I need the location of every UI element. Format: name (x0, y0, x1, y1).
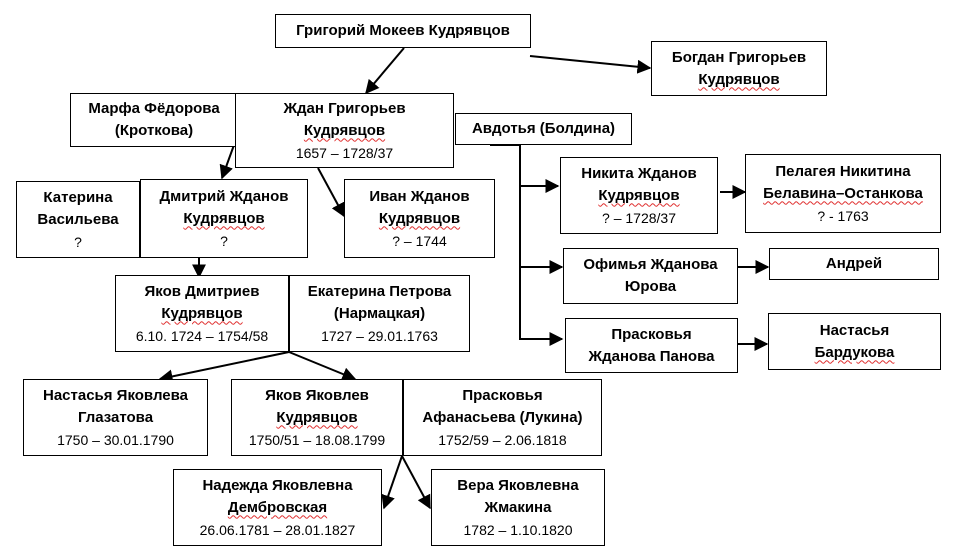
person-zhdan: Ждан Григорьев Кудрявцов 1657 – 1728/37 (235, 93, 454, 168)
person-praskovya-zh: Прасковья Жданова Панова (565, 318, 738, 373)
person-surname: Васильева (37, 210, 119, 228)
person-nikita: Никита Жданов Кудрявцов ? – 1728/37 (560, 157, 718, 234)
person-dates: ? – 1728/37 (602, 209, 676, 226)
person-surname: Белавина–Останкова (763, 184, 923, 202)
person-surname: Бардукова (814, 343, 895, 361)
avdotya-branch-line (490, 144, 564, 346)
arrow-yakov-d-to-yakov-ya (288, 351, 357, 381)
person-praskovya-l: Прасковья Афанасьева (Лукина) 1752/59 – … (403, 379, 602, 456)
person-surname: Жмакина (484, 498, 552, 516)
person-vera: Вера Яковлевна Жмакина 1782 – 1.10.1820 (431, 469, 605, 546)
person-surname: Кудрявцов (303, 121, 386, 139)
person-pelageya: Пелагея Никитина Белавина–Останкова ? - … (745, 154, 941, 233)
person-dates: ? - 1763 (817, 207, 869, 224)
person-name: Прасковья (611, 325, 692, 343)
arrow-yakov-ya-to-nadezhda (381, 455, 403, 510)
person-name: Андрей (825, 255, 883, 272)
person-dates: ? (220, 232, 228, 249)
person-surname: Кудрявцов (698, 70, 780, 88)
person-surname: Кудрявцов (276, 408, 358, 426)
arrow-zhdan-to-dmitriy (219, 144, 235, 180)
person-dates: 6.10. 1724 – 1754/58 (135, 327, 269, 344)
person-name: Яков Яковлев (265, 386, 369, 404)
person-name: Надежда Яковлевна (202, 476, 353, 494)
person-dates: 26.06.1781 – 28.01.1827 (199, 521, 356, 538)
person-name: Авдотья (Болдина) (471, 120, 616, 137)
person-name: Настасья (819, 321, 890, 339)
person-surname: Глазатова (77, 408, 154, 426)
person-dates: 1750/51 – 18.08.1799 (248, 431, 386, 448)
arrow-yakov-ya-to-vera (401, 455, 431, 510)
person-ofimya: Офимья Жданова Юрова (563, 248, 738, 304)
person-name: Марфа Фёдорова (88, 100, 220, 117)
person-name: Яков Дмитриев (144, 282, 260, 300)
person-surname: Дембровская (227, 498, 328, 516)
person-surname: Кудрявцов (161, 304, 243, 322)
person-name: Прасковья (462, 386, 543, 404)
person-dates: 1727 – 29.01.1763 (321, 327, 438, 344)
person-name: Ждан Григорьев (283, 99, 406, 117)
person-katerina: Катерина Васильева ? (16, 181, 140, 258)
person-dates: ? – 1744 (392, 232, 447, 249)
person-grigoriy: Григорий Мокеев Кудрявцов (275, 14, 531, 48)
person-surname: Кудрявцов (598, 186, 680, 204)
person-dates: 1752/59 – 2.06.1818 (438, 431, 567, 448)
person-name: Никита Жданов (581, 164, 697, 182)
person-name: Пелагея Никитина (775, 162, 911, 180)
person-marfa: Марфа Фёдорова (Кроткова) (70, 93, 238, 147)
person-name: Екатерина Петрова (307, 282, 452, 300)
person-nastasya-g: Настасья Яковлева Глазатова 1750 – 30.01… (23, 379, 208, 456)
person-bogdan: Богдан Григорьев Кудрявцов (651, 41, 827, 96)
person-name: Настасья Яковлева (42, 386, 188, 404)
person-surname: Афанасьева (Лукина) (422, 408, 583, 426)
arrow-grigoriy-to-bogdan (529, 55, 652, 74)
person-name: Дмитрий Жданов (159, 187, 289, 205)
person-nastasya-b: Настасья Бардукова (768, 313, 941, 370)
person-surname: Кудрявцов (378, 209, 461, 227)
person-name: Катерина (43, 188, 113, 206)
person-dates: ? (74, 233, 82, 250)
person-surname: (Кроткова) (114, 122, 194, 139)
person-name: Офимья Жданова (583, 256, 718, 273)
person-dates: 1750 – 30.01.1790 (57, 431, 174, 448)
person-dates: 1782 – 1.10.1820 (463, 521, 573, 538)
person-name: Григорий Мокеев Кудрявцов (296, 22, 510, 39)
person-dmitriy: Дмитрий Жданов Кудрявцов ? (140, 179, 308, 258)
person-name: Богдан Григорьев (671, 48, 807, 66)
person-ekaterina: Екатерина Петрова (Нармацкая) 1727 – 29.… (289, 275, 470, 352)
arrow-grigoriy-to-zhdan (365, 47, 405, 95)
arrow-yakov-d-to-nastasya-g (158, 351, 290, 384)
person-name: Вера Яковлевна (457, 476, 579, 494)
person-surname: (Нармацкая) (333, 304, 426, 322)
person-avdotya: Авдотья (Болдина) (455, 113, 632, 145)
person-surname: Жданова Панова (588, 347, 715, 365)
person-nadezhda: Надежда Яковлевна Дембровская 26.06.1781… (173, 469, 382, 546)
person-dates: 1657 – 1728/37 (295, 144, 394, 161)
person-name: Иван Жданов (369, 187, 470, 205)
person-surname: Кудрявцов (183, 209, 265, 227)
person-yakov-d: Яков Дмитриев Кудрявцов 6.10. 1724 – 175… (115, 275, 289, 352)
arrow-zhdan-to-ivan (317, 167, 345, 218)
person-andrey: Андрей (769, 248, 939, 280)
person-ivan: Иван Жданов Кудрявцов ? – 1744 (344, 179, 495, 258)
person-yakov-ya: Яков Яковлев Кудрявцов 1750/51 – 18.08.1… (231, 379, 403, 456)
person-surname: Юрова (624, 278, 677, 295)
